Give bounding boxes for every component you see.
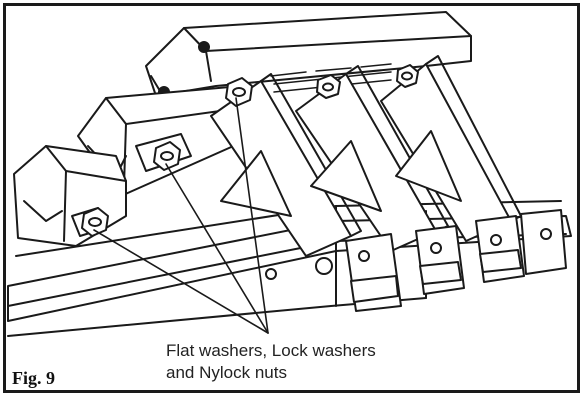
- switch-housing-front: [13, 145, 127, 247]
- figure-label: Fig. 9: [12, 368, 55, 388]
- hardware-callout: Flat washers, Lock washers and Nylock nu…: [166, 340, 376, 384]
- terminal-clamps: [345, 209, 567, 312]
- leader-lines: [93, 97, 269, 334]
- assembly-drawing: [7, 11, 572, 337]
- callout-line-2: and Nylock nuts: [166, 363, 287, 382]
- figure-frame: [3, 3, 580, 393]
- fastener-hardware: [81, 64, 419, 237]
- callout-line-1: Flat washers, Lock washers: [166, 341, 376, 360]
- mounting-brackets: [210, 55, 522, 257]
